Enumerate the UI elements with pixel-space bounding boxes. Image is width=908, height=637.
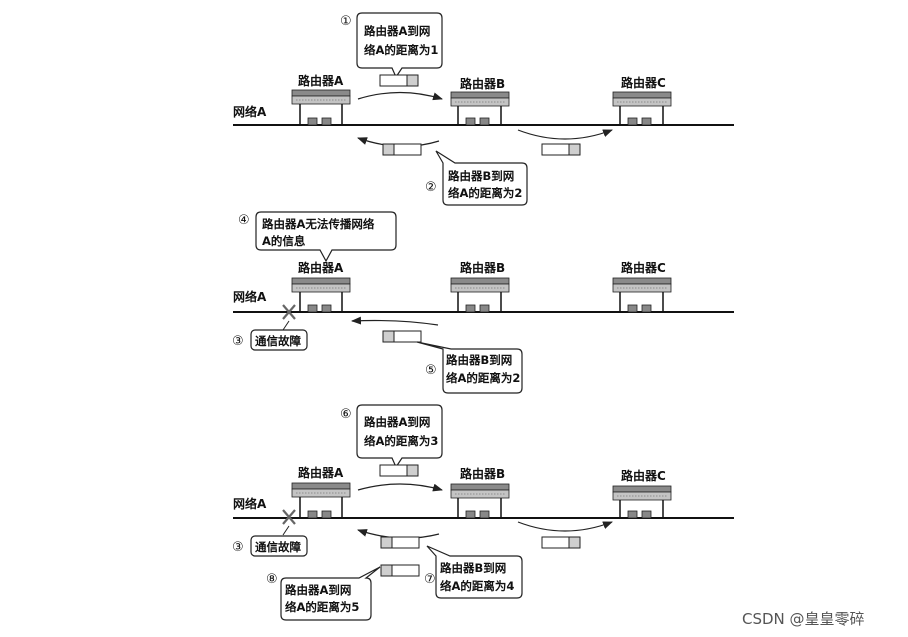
packet-router-b-left [382,143,422,156]
svg-text:通信故障: 通信故障 [255,540,301,554]
panel-2: ④ 路由器A无法传播网络 A的信息 路由器A 路由器B 路由器C 网络A [232,211,734,394]
svg-text:路由器B到网: 路由器B到网 [440,561,506,575]
svg-text:络A的距离为5: 络A的距离为5 [285,600,359,614]
router-c-label: 路由器C [621,468,666,483]
arrow-a-to-b [357,91,443,101]
fault-x-icon [282,304,296,320]
panel-1: ① 路由器A到网 络A的距离为1 路由器A 路由器B 路由器C 网络A [233,12,734,206]
packet-router-a-second [380,564,420,577]
svg-text:络A的距离为3: 络A的距离为3 [364,434,438,448]
router-c [612,277,672,293]
step-marker-2: ② [425,180,437,195]
router-a-label: 路由器A [298,465,344,480]
step-marker-3: ③ [232,334,244,349]
router-b [450,91,510,107]
svg-text:A的信息: A的信息 [262,234,306,248]
arrow-b-to-c [517,129,613,140]
fault-x-icon [282,509,296,525]
step-marker-8: ⑧ [266,572,278,587]
arrow-b-to-c [517,521,613,532]
callout-router-a-distance-3: 路由器A到网 络A的距离为3 [356,404,443,469]
router-c [612,485,672,501]
watermark: CSDN @皇皇零碎 [742,610,865,628]
network-a-label: 网络A [233,104,267,119]
router-b [450,483,510,499]
packet-router-b-left [380,536,420,549]
step-marker-7: ⑦ [424,572,436,587]
router-a [291,482,351,498]
svg-text:路由器A无法传播网络: 路由器A无法传播网络 [262,217,375,231]
callout-router-a-cannot-propagate: 路由器A无法传播网络 A的信息 [255,211,397,263]
svg-text:路由器B到网: 路由器B到网 [448,169,514,183]
router-c [612,91,672,107]
router-a-label: 路由器A [298,260,344,275]
packet-router-a [379,464,419,477]
arrow-a-to-b [357,483,443,492]
router-b-label: 路由器B [460,76,505,91]
svg-text:络A的距离为4: 络A的距离为4 [440,579,514,593]
callout-router-a-distance-5: 路由器A到网 络A的距离为5 [280,566,381,621]
step-marker-5: ⑤ [425,363,437,378]
packet-router-a [379,74,419,87]
fault-badge: 通信故障 [250,535,308,557]
network-a-label: 网络A [233,496,267,511]
panel-3: ⑥ 路由器A到网 络A的距离为3 路由器A 路由器B 路由器C 网络A [232,404,734,621]
step-marker-1: ① [340,14,352,29]
callout-router-a-distance-1: 路由器A到网 络A的距离为1 [356,12,443,79]
svg-text:路由器A到网: 路由器A到网 [285,583,351,597]
router-c-label: 路由器C [621,260,666,275]
svg-text:络A的距离为1: 络A的距离为1 [364,43,438,57]
svg-text:络A的距离为2: 络A的距离为2 [448,186,522,200]
router-c-label: 路由器C [621,75,666,90]
callout-router-b-distance-4: 路由器B到网 络A的距离为4 [426,545,523,599]
svg-text:络A的距离为2: 络A的距离为2 [446,371,520,385]
callout-router-b-distance-2: 路由器B到网 络A的距离为2 [416,341,523,394]
callout-router-b-distance-2: 路由器B到网 络A的距离为2 [435,150,528,206]
fault-badge: 通信故障 [250,329,308,351]
arrow-b-to-a [351,316,439,326]
svg-text:路由器B到网: 路由器B到网 [446,353,512,367]
step-marker-6: ⑥ [340,407,352,422]
router-b [450,277,510,293]
router-a [291,277,351,293]
svg-text:路由器A到网: 路由器A到网 [364,24,430,38]
router-a [291,89,351,105]
router-a-label: 路由器A [298,73,344,88]
svg-text:路由器A到网: 路由器A到网 [364,415,430,429]
packet-router-b-right [541,536,581,549]
step-marker-3: ③ [232,540,244,555]
svg-text:通信故障: 通信故障 [255,334,301,348]
step-marker-4: ④ [238,213,250,228]
network-a-label: 网络A [233,289,267,304]
router-b-label: 路由器B [460,466,505,481]
packet-router-b-right [541,143,581,156]
router-b-label: 路由器B [460,260,505,275]
packet-router-b [382,330,422,343]
